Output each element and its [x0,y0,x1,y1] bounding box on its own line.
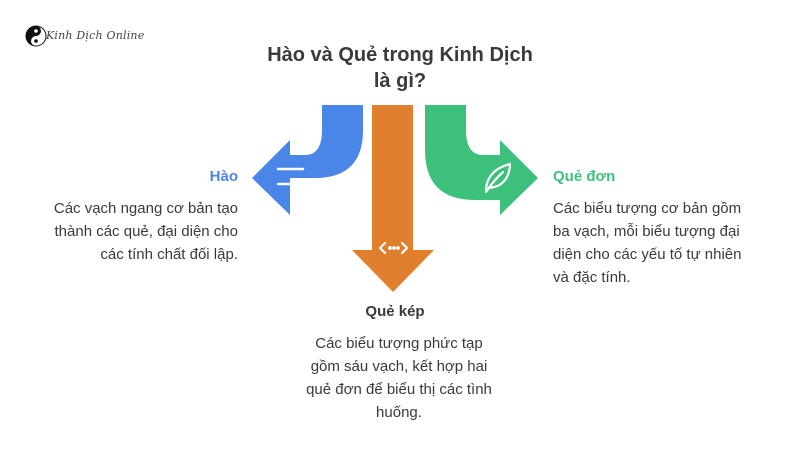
que-don-desc-line: ba vạch, mỗi biểu tượng đại [553,223,740,240]
hao-desc-line: thành các quẻ, đại diện cho [54,223,238,240]
que-don-arrow [425,105,538,215]
que-don-desc-line: diện cho các yếu tố tự nhiên [553,246,742,263]
que-kep-arrow [352,105,434,292]
page-title: Hào và Quẻ trong Kinh Dịch là gì? [230,42,570,94]
logo-text: Kinh Dịch Online [46,29,145,42]
horizontal-lines-icon [276,167,305,186]
hao-description: Các vạch ngang cơ bản tạo thành các quẻ,… [0,197,238,266]
yin-yang-logo-icon [25,25,47,47]
que-kep-desc-line: Các biểu tượng phức tạp [315,335,483,352]
que-kep-desc-line: gồm sáu vạch, kết hợp hai [310,358,488,375]
hao-desc-line: Các vạch ngang cơ bản tạo [53,200,238,217]
que-kep-description: Các biểu tượng phức tạp gồm sáu vạch, kế… [288,332,510,424]
que-kep-desc-line: quẻ đơn để biểu thị các tình [306,381,492,398]
hao-desc-line: các tính chất đối lập. [100,246,238,263]
que-don-title: Quẻ đơn [553,168,616,185]
que-don-desc-line: và đặc tính. [553,269,631,286]
leaf-icon [484,162,512,194]
hao-title: Hào [209,168,238,185]
title-line-2: là gì? [373,70,427,92]
que-don-desc-line: Các biểu tượng cơ bản gồm [553,200,742,217]
title-line-1: Hào và Quẻ trong Kinh Dịch [267,44,533,66]
que-kep-title: Quẻ kép [365,303,425,320]
code-icon [378,241,409,255]
hao-arrow [252,105,363,215]
que-kep-desc-line: huống. [376,404,422,421]
que-don-description: Các biểu tượng cơ bản gồm ba vạch, mỗi b… [553,197,778,289]
